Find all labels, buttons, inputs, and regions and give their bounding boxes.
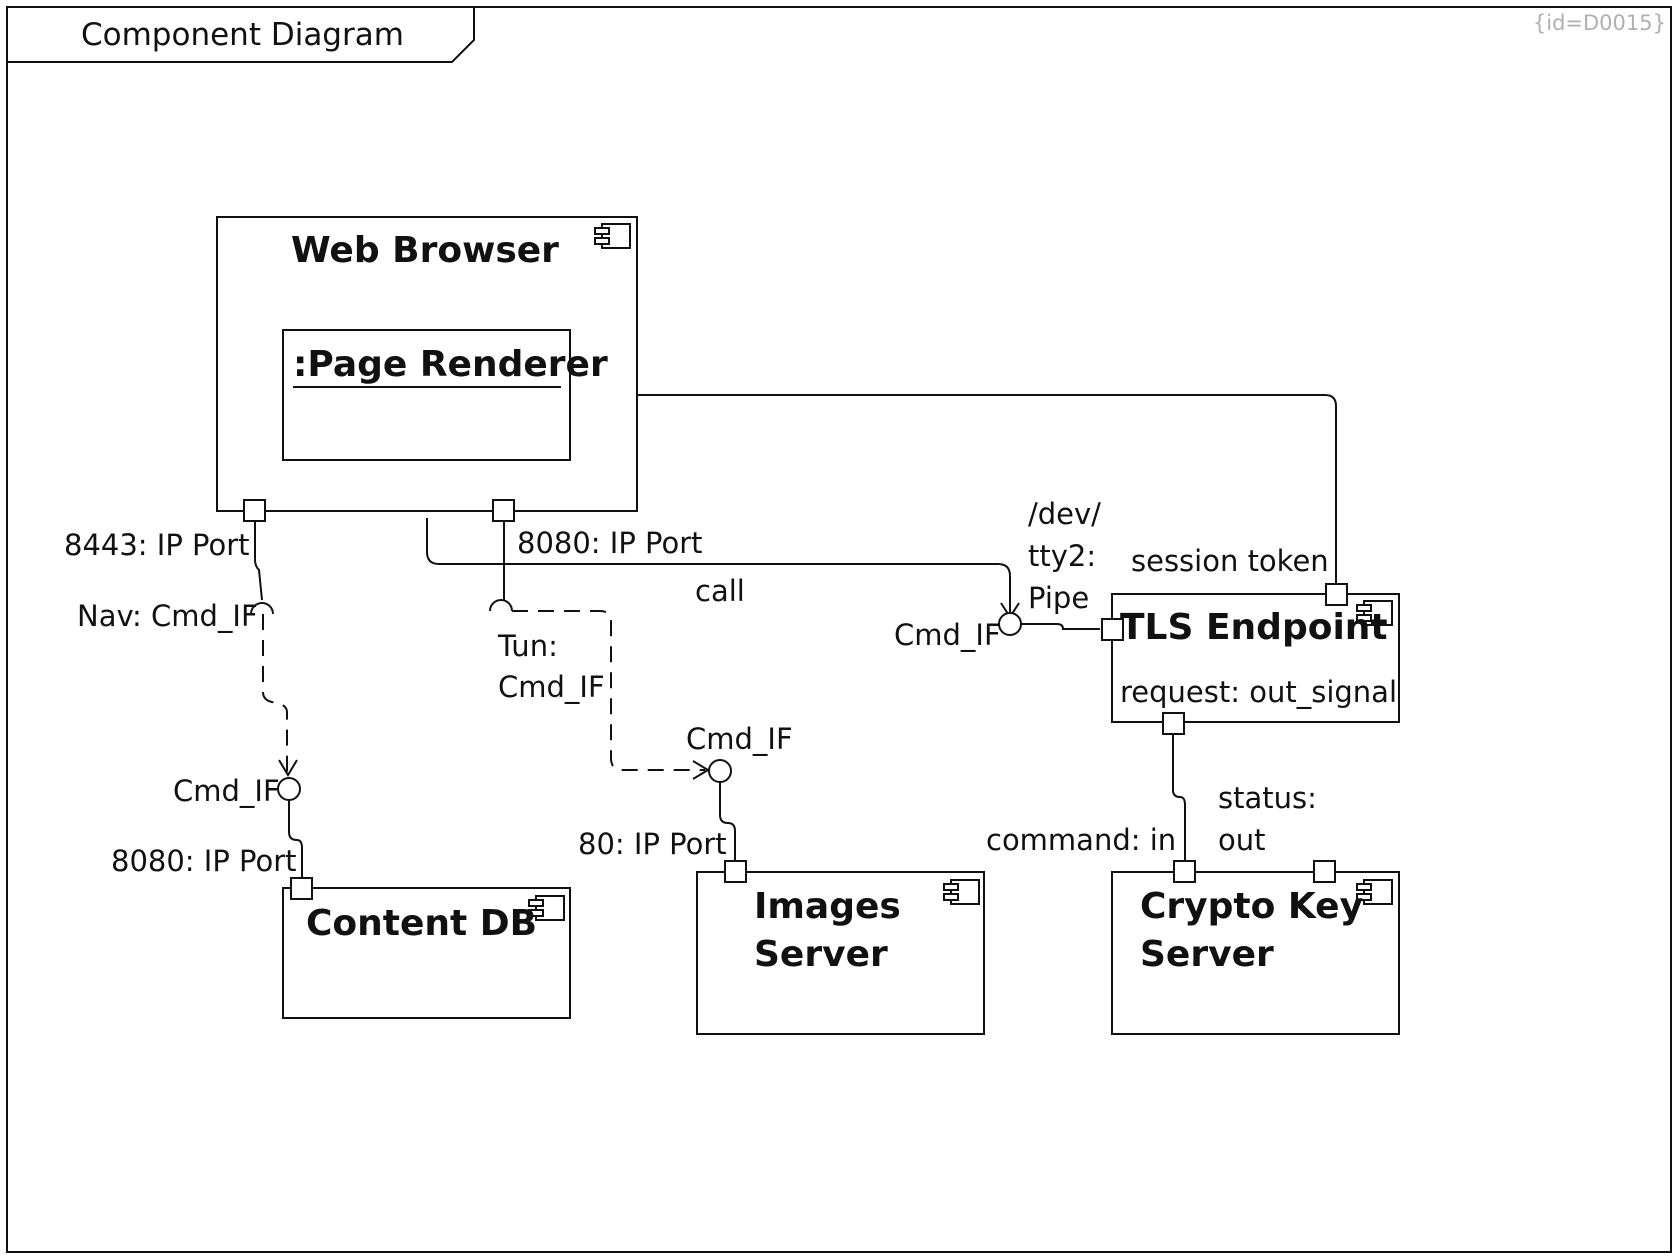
- connector-request-command: [1172, 734, 1186, 872]
- port-8080-content[interactable]: [290, 877, 313, 900]
- crypto-key-server-title-line2: Server: [1140, 934, 1274, 975]
- images-server-title-line2: Server: [754, 934, 888, 975]
- label-session-token: session token: [1131, 544, 1329, 578]
- label-dev-line1: /dev/: [1028, 497, 1101, 531]
- crypto-key-server-title-line1: Crypto Key: [1140, 886, 1363, 927]
- port-request[interactable]: [1162, 712, 1185, 735]
- label-cmd-if-content: Cmd_IF: [173, 774, 280, 808]
- connector-images-port: [719, 782, 736, 870]
- tun-dependency: [512, 610, 705, 771]
- port-dev-tty2[interactable]: [1101, 618, 1124, 641]
- port-command-in[interactable]: [1173, 860, 1196, 883]
- port-8443[interactable]: [243, 499, 266, 522]
- component-page-renderer[interactable]: :Page Renderer: [282, 329, 608, 461]
- label-status-line1: status:: [1218, 781, 1317, 815]
- connector-call: [426, 518, 1011, 615]
- label-tun-line1: Tun:: [497, 629, 558, 663]
- frame-title-tab: [7, 7, 475, 63]
- port-80-images[interactable]: [724, 860, 747, 883]
- label-8443-ip-port: 8443: IP Port: [64, 528, 250, 562]
- label-dev-line2: tty2:: [1028, 539, 1096, 573]
- label-cmd-if-tls: Cmd_IF: [894, 618, 1001, 652]
- tun-dependency-arrowhead: [692, 760, 710, 780]
- content-db-title: Content DB: [306, 903, 537, 944]
- component-crypto-key-server[interactable]: Crypto Key Server: [1111, 871, 1400, 1035]
- connector-content-port: [288, 800, 303, 888]
- connector-renderer-session: [577, 394, 1337, 585]
- tls-cmdif-lollipop: [998, 612, 1022, 636]
- port-session-token[interactable]: [1325, 583, 1348, 606]
- tun-socket: [489, 599, 513, 612]
- component-images-server[interactable]: Images Server: [696, 871, 985, 1035]
- label-80-ip-port: 80: IP Port: [578, 827, 727, 861]
- connector-tls-cmdif: [1021, 623, 1100, 630]
- web-browser-title: Web Browser: [291, 230, 559, 271]
- page-renderer-title: :Page Renderer: [293, 344, 608, 385]
- port-8080-browser[interactable]: [492, 499, 515, 522]
- nav-dependency-arrowhead: [278, 759, 298, 777]
- port-status-out[interactable]: [1313, 860, 1336, 883]
- frame-title: Component Diagram: [81, 17, 404, 53]
- label-cmd-if-images: Cmd_IF: [686, 722, 793, 756]
- frame-id-tag: {id=D0015}: [1533, 11, 1666, 35]
- label-nav-cmd-if: Nav: Cmd_IF: [77, 599, 258, 633]
- label-8080-ip-port-content: 8080: IP Port: [111, 844, 297, 878]
- tls-request-label: request: out_signal: [1120, 675, 1397, 709]
- connector-8443: [254, 521, 263, 601]
- label-dev-line3: Pipe: [1028, 581, 1089, 615]
- label-8080-ip-port-browser: 8080: IP Port: [517, 526, 703, 560]
- images-server-title-line1: Images: [754, 886, 901, 927]
- images-cmdif-lollipop: [708, 759, 732, 783]
- component-tls-endpoint[interactable]: TLS Endpoint request: out_signal: [1111, 593, 1400, 723]
- label-status-line2: out: [1218, 823, 1266, 857]
- content-cmdif-lollipop: [277, 777, 301, 801]
- tls-endpoint-title: TLS Endpoint: [1120, 607, 1388, 648]
- component-content-db[interactable]: Content DB: [282, 887, 571, 1019]
- label-command-in: command: in: [986, 823, 1176, 857]
- label-tun-line2: Cmd_IF: [498, 670, 605, 704]
- label-call: call: [695, 574, 745, 608]
- nav-socket: [250, 602, 274, 615]
- nav-dependency: [262, 614, 288, 772]
- diagram-frame: Component Diagram {id=D0015}: [6, 6, 1672, 1253]
